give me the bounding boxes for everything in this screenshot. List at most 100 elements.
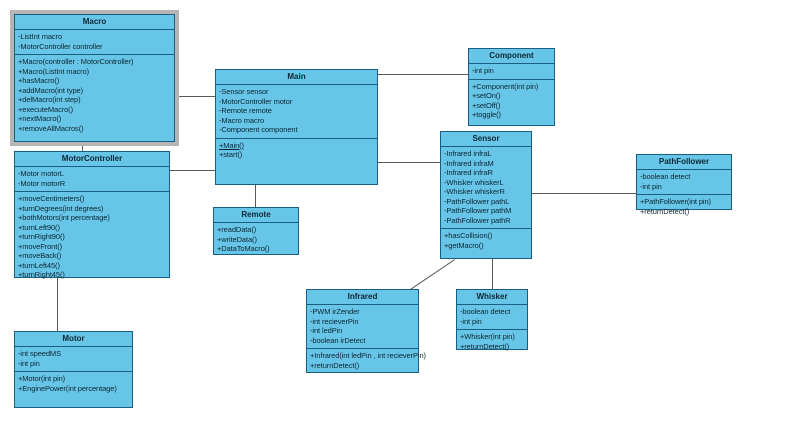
method-row: +bothMotors(int percentage)	[18, 213, 110, 222]
uml-class-main[interactable]: Main -Sensor sensor -MotorController mot…	[215, 69, 378, 185]
connector-motorcontroller-motor	[57, 278, 58, 331]
method-row: +start()	[219, 150, 243, 159]
uml-class-remote[interactable]: Remote +readData() +writeData() +DataToM…	[213, 207, 299, 255]
attribute-row: -int speedMS	[18, 349, 61, 358]
method-row: +turnRight45()	[18, 270, 65, 279]
method-row: +setOn()	[472, 91, 501, 100]
uml-class-infrared[interactable]: Infrared -PWM irZender -int recieverPin …	[306, 289, 426, 373]
attribute-row: -Remote remote	[219, 106, 272, 115]
attribute-row: -Component component	[219, 125, 298, 134]
class-name-component: Component	[469, 49, 554, 64]
class-name-motor: Motor	[15, 332, 132, 347]
connector-sensor-whisker	[492, 259, 493, 289]
uml-class-whisker[interactable]: Whisker -boolean detect -int pin +Whiske…	[456, 289, 528, 351]
attribute-row: -PathFollower pathR	[444, 215, 511, 225]
attribute-row: -int pin	[472, 66, 494, 75]
uml-class-motorcontroller[interactable]: MotorController -Motor motorL -Motor mot…	[14, 151, 170, 279]
attribute-row: -Infrared infraR	[444, 168, 493, 177]
uml-class-component[interactable]: Component -int pin +Component(int pin) +…	[468, 48, 555, 126]
method-row: +returnDetect()	[640, 206, 690, 216]
class-attributes-macro: -ListInt macro -MotorController controll…	[15, 30, 174, 55]
class-attributes-sensor: -Infrared infraL -Infrared infraM -Infra…	[441, 147, 531, 229]
method-row: +nextMacro()	[18, 114, 62, 123]
attribute-row: -PWM irZender	[310, 307, 360, 316]
class-methods-whisker: +Whisker(int pin) +returnDetect()	[457, 330, 527, 354]
method-row: +returnDetect()	[310, 360, 360, 370]
uml-class-macro[interactable]: Macro -ListInt macro -MotorController co…	[10, 10, 179, 146]
attribute-row: -ListInt macro	[18, 32, 63, 41]
class-methods-infrared: +Infrared(int ledPin , int recieverPin) …	[307, 349, 426, 373]
attribute-row: -int pin	[18, 358, 40, 368]
method-row: +addMacro(int type)	[18, 85, 84, 95]
attribute-row: -boolean detect	[460, 307, 511, 316]
connector-motorcontroller-main	[170, 170, 215, 171]
connector-main-component-h1	[378, 74, 468, 75]
method-row: +writeData()	[217, 234, 257, 244]
attribute-row: -boolean detect	[640, 172, 691, 181]
attribute-row: -Infrared infraL	[444, 149, 492, 158]
uml-class-pathfollower[interactable]: PathFollower -boolean detect -int pin +P…	[636, 154, 732, 216]
attribute-row: -Whisker whiskerL	[444, 177, 504, 187]
class-attributes-infrared: -PWM irZender -int recieverPin -int ledP…	[307, 305, 418, 349]
connector-macro-motorcontroller	[82, 145, 83, 152]
attribute-row: -Whisker whiskerR	[444, 187, 505, 196]
class-attributes-motorcontroller: -Motor motorL -Motor motorR	[15, 167, 169, 192]
method-row: +turnLeft45()	[18, 260, 60, 270]
class-attributes-whisker: -boolean detect -int pin	[457, 305, 527, 330]
attribute-row: -Macro macro	[219, 115, 265, 125]
method-row: +readData()	[217, 225, 257, 234]
method-row: +Macro(controller : MotorController)	[18, 57, 134, 66]
method-row: +Infrared(int ledPin , int recieverPin)	[310, 351, 426, 360]
class-methods-macro: +Macro(controller : MotorController) +Ma…	[15, 55, 174, 136]
connector-main-remote	[255, 185, 256, 207]
attribute-row: -int recieverPin	[310, 316, 359, 326]
attribute-row: -MotorController controller	[18, 41, 103, 51]
method-row: +hasMacro()	[18, 76, 60, 85]
method-row: +Whisker(int pin)	[460, 332, 515, 341]
class-name-macro: Macro	[15, 15, 174, 30]
method-row: +delMacro(int step)	[18, 95, 81, 104]
method-row: +turnLeft90()	[18, 222, 60, 232]
class-name-infrared: Infrared	[307, 290, 418, 305]
method-row: +PathFollower(int pin)	[640, 197, 711, 206]
method-row: +turnDegrees(int degrees)	[18, 203, 104, 213]
class-methods-motorcontroller: +moveCentimeters() +turnDegrees(int degr…	[15, 192, 169, 283]
method-row: +moveBack()	[18, 251, 62, 260]
method-row: +turnRight90()	[18, 232, 65, 241]
attribute-row: -PathFollower pathL	[444, 196, 510, 206]
class-name-pathfollower: PathFollower	[637, 155, 731, 170]
uml-class-motor[interactable]: Motor -int speedMS -int pin +Motor(int p…	[14, 331, 133, 408]
connector-sensor-pathfollower	[532, 193, 636, 194]
method-row: +getMacro()	[444, 240, 484, 250]
uml-class-sensor[interactable]: Sensor -Infrared infraL -Infrared infraM…	[440, 131, 532, 259]
attribute-row: -Sensor sensor	[219, 87, 269, 96]
class-name-main: Main	[216, 70, 377, 85]
attribute-row: -boolean irDetect	[310, 335, 366, 345]
attribute-row: -Motor motorL	[18, 169, 64, 178]
attribute-row: -int pin	[640, 181, 662, 191]
method-row: +Macro(ListInt macro)	[18, 66, 90, 76]
method-row: +executeMacro()	[18, 104, 73, 114]
method-row: +Component(int pin)	[472, 81, 539, 91]
method-row: +setOff()	[472, 100, 501, 110]
class-methods-component: +Component(int pin) +setOn() +setOff() +…	[469, 80, 554, 123]
class-methods-remote: +readData() +writeData() +DataToMacro()	[214, 223, 298, 257]
method-row: +toggle()	[472, 110, 501, 119]
attribute-row: -int pin	[460, 316, 482, 326]
method-row: +moveCentimeters()	[18, 194, 85, 203]
class-methods-main: +Main() +start()	[216, 139, 377, 163]
class-name-remote: Remote	[214, 208, 298, 223]
connector-macro-main	[176, 96, 215, 97]
class-attributes-main: -Sensor sensor -MotorController motor -R…	[216, 85, 377, 139]
method-row: +hasCollision()	[444, 231, 493, 240]
class-name-sensor: Sensor	[441, 132, 531, 147]
class-name-whisker: Whisker	[457, 290, 527, 305]
method-row: +removeAllMacros()	[18, 123, 84, 133]
class-methods-pathfollower: +PathFollower(int pin) +returnDetect()	[637, 195, 731, 219]
class-methods-motor: +Motor(int pin) +EnginePower(int percent…	[15, 372, 132, 396]
attribute-row: -PathFollower pathM	[444, 206, 512, 215]
attribute-row: -MotorController motor	[219, 96, 293, 106]
method-row-static: +Main()	[219, 140, 244, 150]
method-row: +Motor(int pin)	[18, 374, 66, 383]
